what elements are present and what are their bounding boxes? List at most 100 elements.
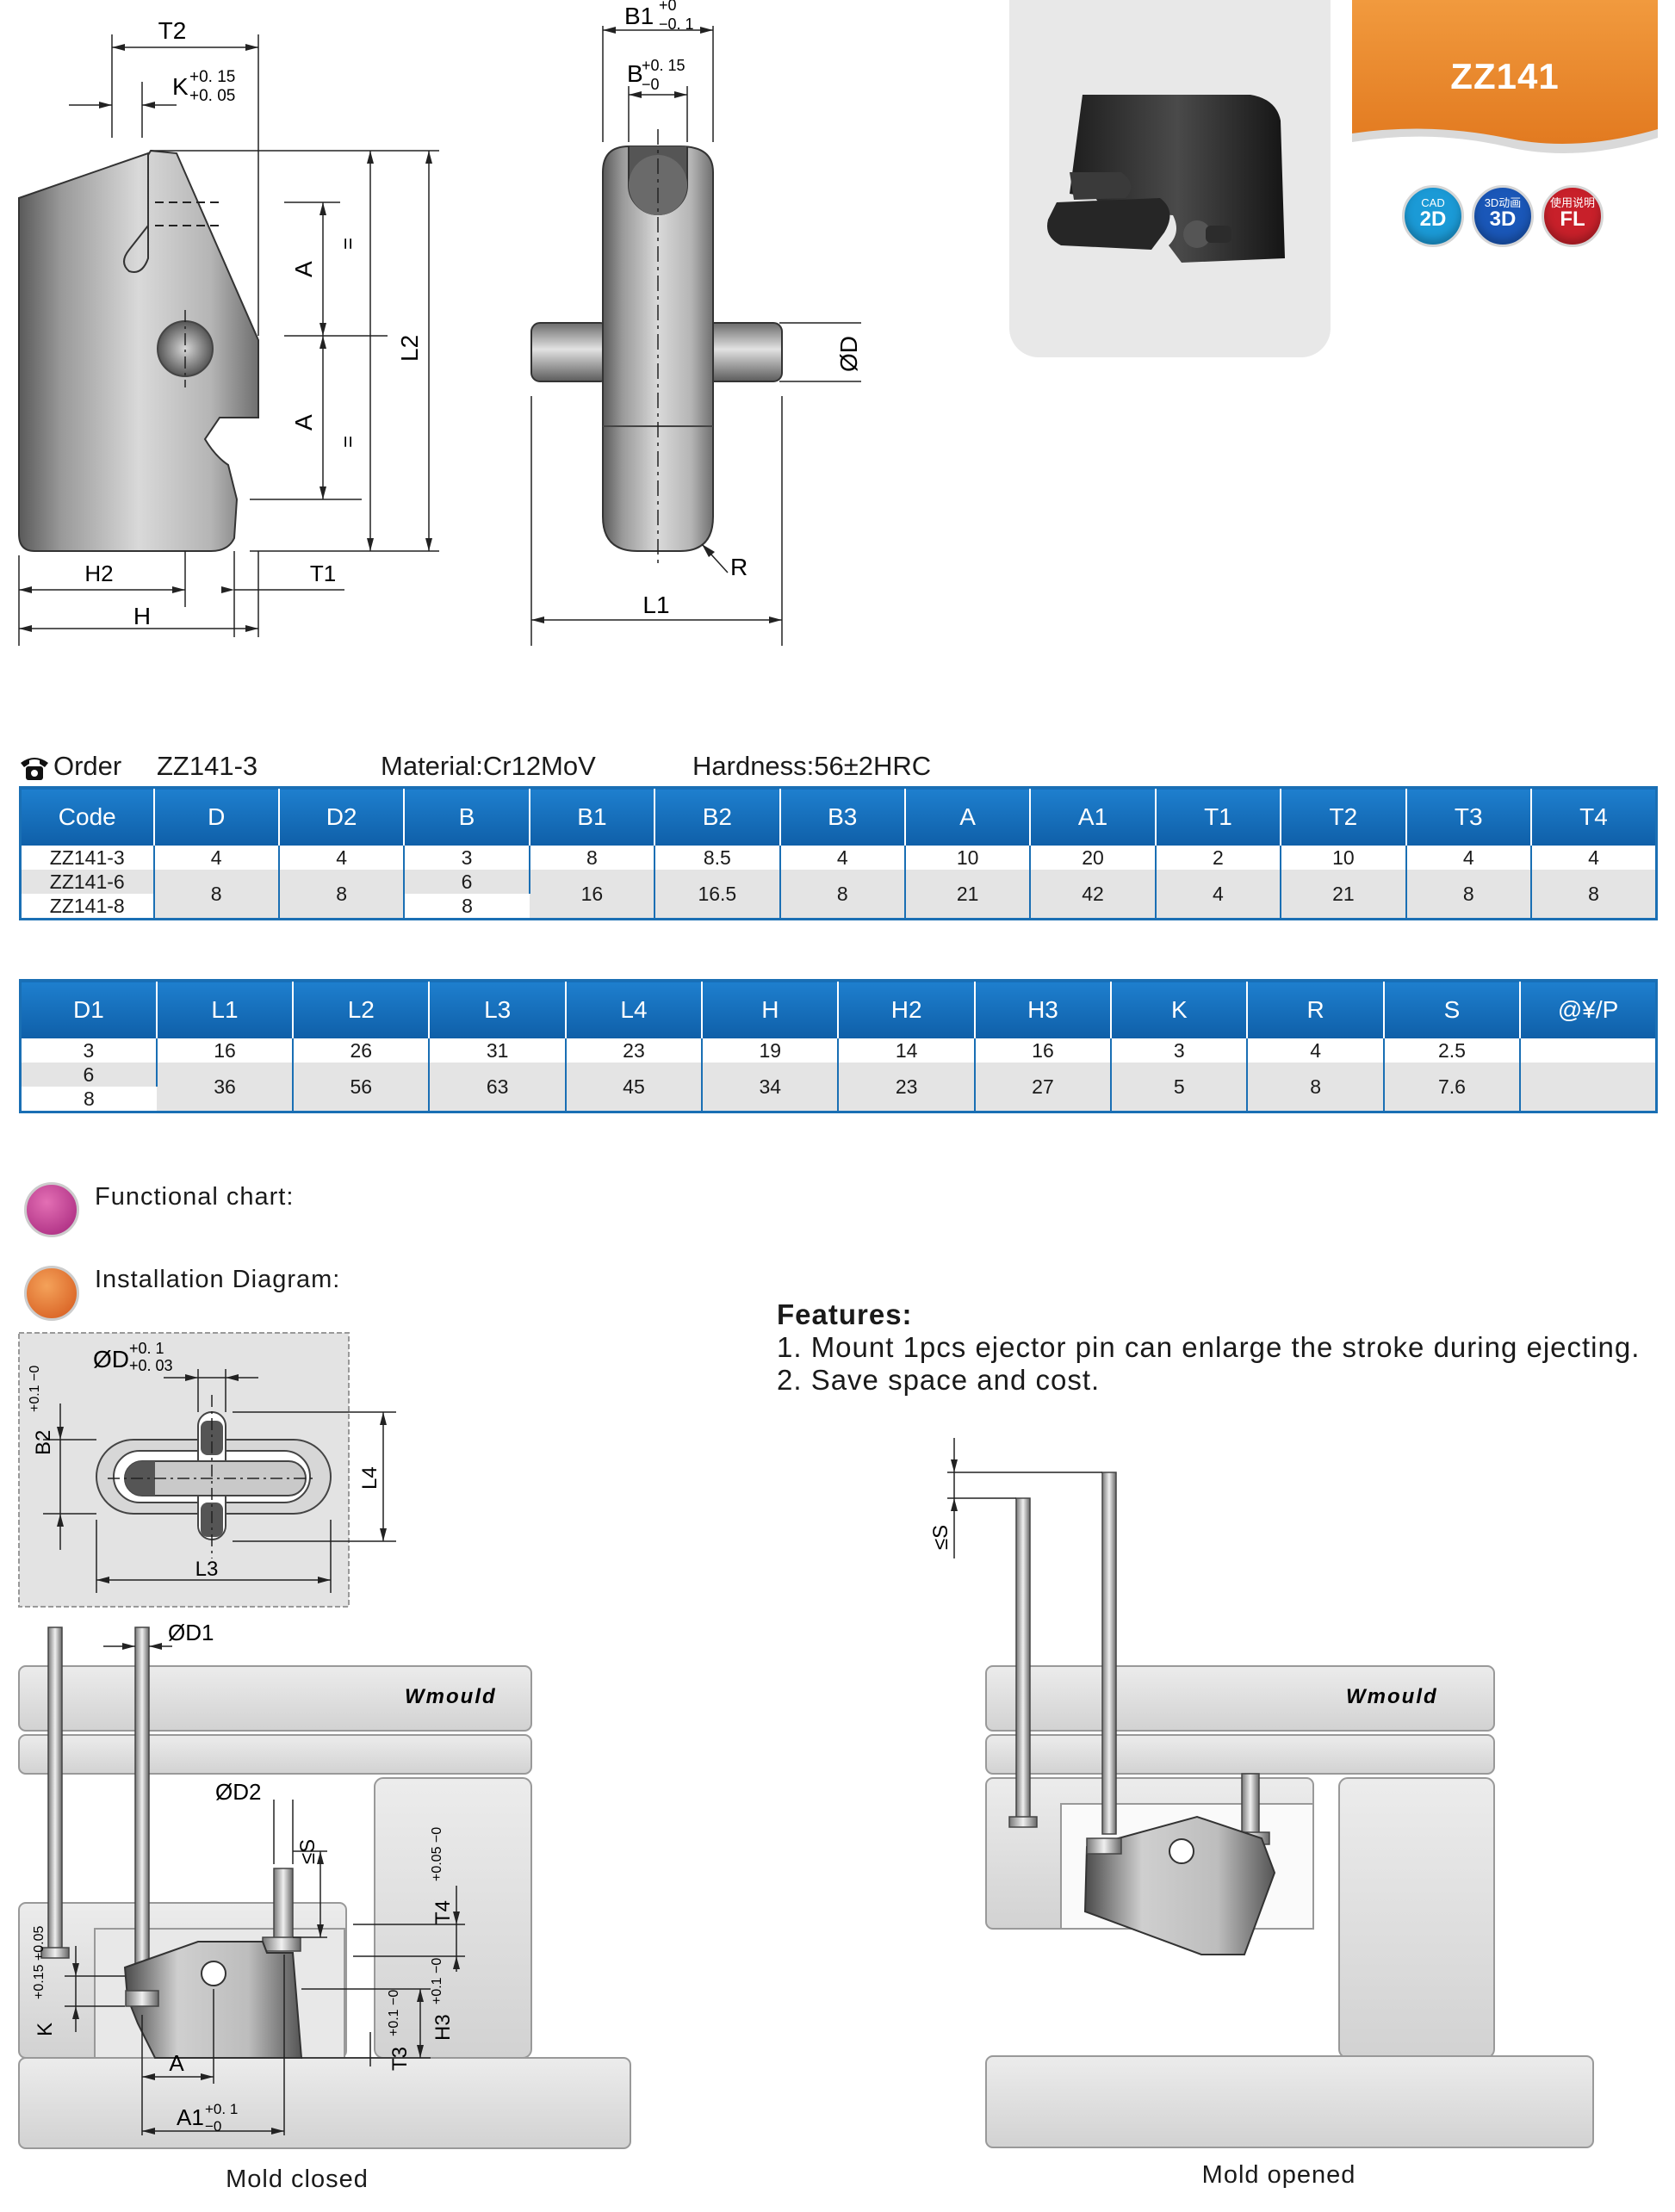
install-label-B2: B2 (32, 1430, 55, 1455)
badge-big-text: 3D (1489, 208, 1517, 231)
col-header: L4 (565, 980, 704, 1038)
col-header: L2 (293, 980, 431, 1038)
install-label-D-tol-upper: +0. 1 (129, 1340, 164, 1357)
table-cell: 23 (838, 1063, 976, 1112)
table-cell: 21 (1281, 870, 1407, 920)
label-K-tol-lower: +0. 05 (189, 87, 235, 105)
table-row: 6 36 56 63 45 34 23 27 5 8 7.6 (20, 1063, 1657, 1112)
table-cell: 16 (156, 1038, 295, 1063)
opened-block (1083, 1815, 1276, 1955)
label-K: K (172, 73, 189, 100)
install-top-view: ØD +0. 1 +0. 03 B2 +0.1 −0 L4 L3 (18, 1332, 396, 1608)
phone-icon (21, 758, 48, 780)
table-cell: 3 (404, 846, 530, 870)
table-cell (1520, 1063, 1657, 1112)
col-header: S (1383, 980, 1522, 1038)
table-cell: 36 (156, 1063, 295, 1112)
order-code: ZZ141-3 (157, 751, 258, 781)
table-cell: 7.6 (1383, 1063, 1522, 1112)
install-label-B2-tol: +0.1 −0 (28, 1366, 42, 1412)
table-cell: 4 (1247, 1038, 1385, 1063)
hardness-text: Hardness:56±2HRC (692, 751, 932, 781)
label-T2: T2 (158, 17, 187, 44)
product-banner (1352, 0, 1658, 153)
table-cell: 3 (1111, 1038, 1249, 1063)
table-cell: 2 (1155, 846, 1282, 870)
table-cell: 4 (1588, 846, 1599, 869)
feature-item: 2. Save space and cost. (777, 1364, 1101, 1396)
col-header: H2 (838, 980, 976, 1038)
col-header: T2 (1281, 787, 1407, 846)
instructions-fl-badge[interactable]: 使用说明 FL (1542, 185, 1604, 247)
table-cell: 8 (1530, 870, 1657, 920)
table-cell: 8 (84, 1087, 95, 1110)
label-R: R (730, 554, 748, 580)
table-cell: 8 (1247, 1063, 1385, 1112)
label-T1: T1 (310, 561, 336, 586)
col-header: K (1111, 980, 1249, 1038)
table-cell: 8 (1405, 870, 1532, 920)
table-header-row: D1 L1 L2 L3 L4 H H2 H3 K R S @¥/P (20, 980, 1657, 1038)
table-cell: 26 (293, 1038, 431, 1063)
badge-big-text: 2D (1419, 208, 1447, 231)
table-cell: 4 (278, 846, 406, 870)
closed-label-A: A (169, 2050, 184, 2076)
spec-table-2: D1 L1 L2 L3 L4 H H2 H3 K R S @¥/P 3 16 2… (19, 979, 1658, 1113)
col-header: B3 (779, 787, 906, 846)
table-cell: 10 (904, 846, 1032, 870)
label-A-upper: A (290, 261, 317, 277)
col-header: H3 (974, 980, 1113, 1038)
table-row: ZZ141-3 4 4 3 8 8.5 4 10 20 2 10 4 4 (20, 846, 1657, 870)
col-header: H (702, 980, 840, 1038)
label-B1-tol-lower: −0. 1 (659, 15, 694, 33)
table-cell: 45 (565, 1063, 704, 1112)
label-H2: H2 (84, 561, 113, 586)
closed-label-T4: T4 (431, 1900, 455, 1924)
table-cell: 19 (702, 1038, 840, 1063)
table-row: 8 (21, 1087, 1657, 1112)
closed-label-K: K (34, 2023, 57, 2036)
col-header: R (1247, 980, 1385, 1038)
table-cell: 4 (779, 846, 906, 870)
badge-big-text: FL (1560, 208, 1585, 231)
table-row: 3 16 26 31 23 19 14 16 3 4 2.5 (20, 1038, 1657, 1063)
caption-mold-opened: Mold opened (1201, 2161, 1356, 2189)
col-header: T4 (1530, 787, 1657, 846)
col-header: D (153, 787, 280, 846)
functional-chart-label: Functional chart: (95, 1183, 295, 1211)
table-cell: 2.5 (1383, 1038, 1522, 1063)
label-L2: L2 (396, 335, 423, 362)
product-photo-card (1009, 0, 1331, 357)
col-header: D1 (20, 980, 158, 1038)
col-header: A1 (1030, 787, 1157, 846)
label-B-tol-lower: −0 (642, 76, 660, 93)
closed-label-D1: ØD1 (168, 1620, 214, 1645)
col-header: @¥/P (1520, 980, 1657, 1038)
table-cell: 27 (974, 1063, 1113, 1112)
label-B: B (627, 60, 643, 87)
closed-label-A1-tol-upper: +0. 1 (205, 2101, 238, 2117)
product-code: ZZ141 (1450, 56, 1560, 96)
closed-label-A1: A1 (177, 2104, 204, 2130)
closed-label-K-tol: +0.15 +0.05 (32, 1925, 47, 1999)
animation-3d-badge[interactable]: 3D动画 3D (1472, 185, 1534, 247)
material-text: Material:Cr12MoV (381, 751, 596, 781)
label-B-tol-upper: +0. 15 (642, 57, 686, 74)
label-B1-tol-upper: +0 (659, 0, 677, 14)
table-cell: 8 (529, 846, 656, 870)
table-cell: 6 (20, 1063, 158, 1087)
table-cell: 16 (529, 870, 656, 920)
table-cell: 8 (462, 894, 473, 917)
badge-small-text: 使用说明 (1549, 196, 1595, 209)
closed-brand: Wmould (405, 1685, 497, 1708)
features-title: Features: (777, 1298, 913, 1330)
table-cell: ZZ141-8 (20, 894, 155, 920)
table-cell: 5 (1111, 1063, 1249, 1112)
product-photo-illustration (1047, 95, 1285, 263)
cad-2d-badge[interactable]: CAD 2D (1402, 185, 1464, 247)
table-cell: 16 (974, 1038, 1113, 1063)
col-header: B (404, 787, 530, 846)
label-eq-lower: = (337, 436, 360, 448)
installation-diagrams: ØD +0. 1 +0. 03 B2 +0.1 −0 L4 L3 (18, 1332, 1594, 2149)
install-label-D-tol-lower: +0. 03 (129, 1357, 173, 1374)
